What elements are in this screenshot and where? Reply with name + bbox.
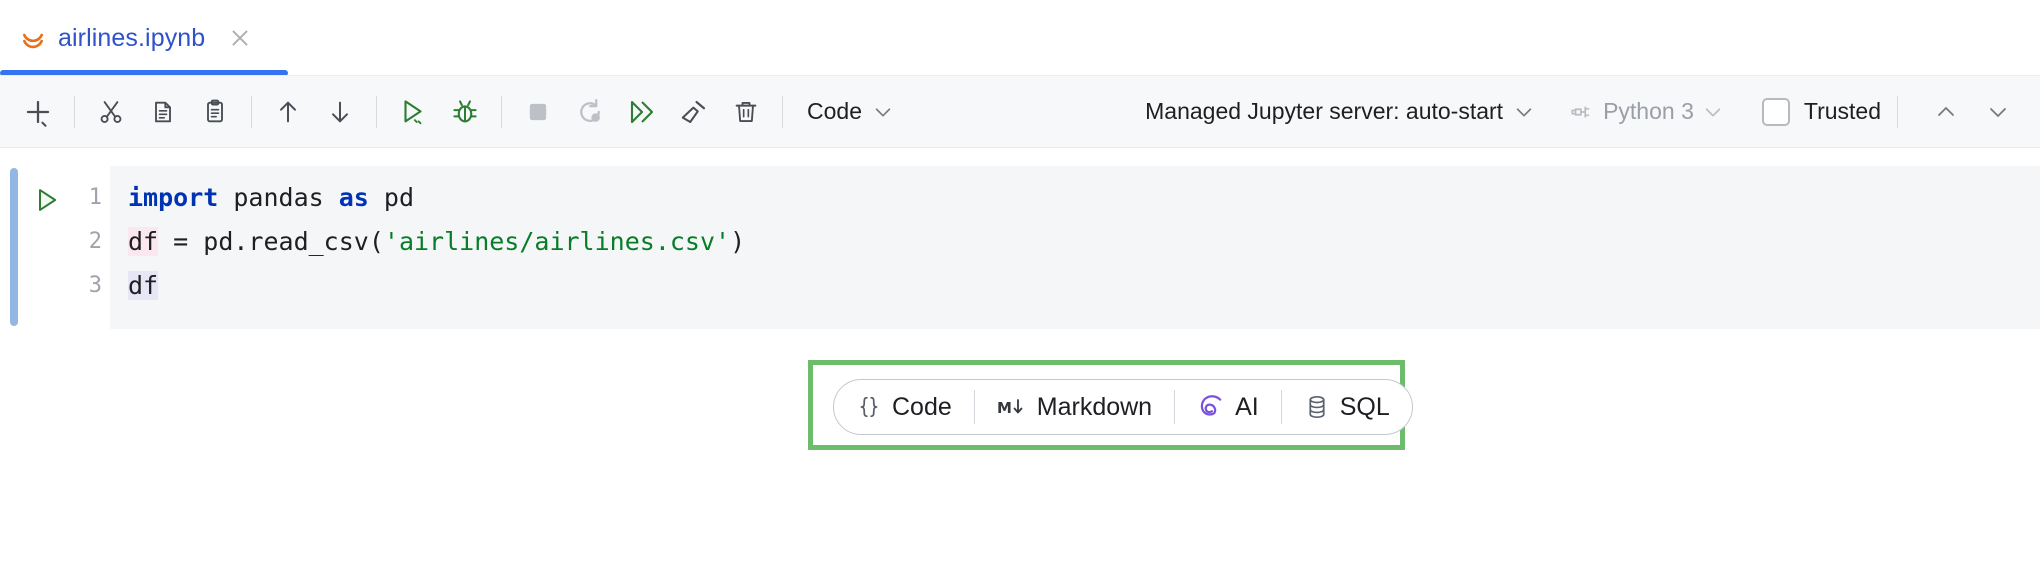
code-line-2: df = pd.read_csv('airlines/airlines.csv'… xyxy=(128,220,2040,264)
svg-text:M: M xyxy=(997,399,1012,417)
chevron-down-icon xyxy=(875,107,891,116)
run-all-icon xyxy=(630,100,654,123)
jupyter-server-dropdown[interactable]: Managed Jupyter server: auto-start xyxy=(1135,92,1545,131)
jupyter-server-label: Managed Jupyter server: auto-start xyxy=(1145,98,1504,124)
identifier-df: df xyxy=(128,227,159,256)
toolbar-divider xyxy=(782,95,783,128)
copy-cell-button[interactable] xyxy=(137,86,189,138)
move-cell-down-button[interactable] xyxy=(314,86,366,138)
kernel-selector-dropdown[interactable]: Python 3 xyxy=(1559,92,1734,131)
read-csv-call: = pd.read_csv( xyxy=(158,227,384,256)
trusted-checkbox[interactable] xyxy=(1761,97,1790,126)
copy-icon xyxy=(155,101,171,122)
broom-icon xyxy=(681,100,706,123)
trusted-toggle[interactable]: Trusted xyxy=(1756,94,1887,130)
module-pandas: pandas xyxy=(218,183,339,212)
closing-paren: ) xyxy=(730,227,746,256)
cell-type-label: Code xyxy=(807,98,862,124)
add-cell-bar-highlight: Code M Markdown AI xyxy=(808,360,1413,450)
toolbar-divider xyxy=(501,95,502,128)
add-sql-cell-label: SQL xyxy=(1339,392,1390,421)
add-markdown-cell-label: Markdown xyxy=(1036,392,1153,421)
cut-cell-button[interactable] xyxy=(85,86,137,138)
bug-icon xyxy=(453,99,477,122)
code-line-1: import pandas as pd xyxy=(128,176,2040,220)
keyword-as: as xyxy=(338,183,369,212)
restart-kernel-button[interactable] xyxy=(564,86,616,138)
plus-icon xyxy=(26,100,50,127)
toolbar-divider xyxy=(251,95,252,128)
editor-tab-title: airlines.ipynb xyxy=(58,23,206,52)
active-tab-underline xyxy=(0,70,288,76)
trash-icon xyxy=(735,101,757,122)
plug-icon xyxy=(1571,105,1590,118)
add-sql-cell-button[interactable]: SQL xyxy=(1282,380,1412,434)
line-number: 1 xyxy=(88,185,102,210)
add-cell-divider xyxy=(973,390,975,424)
arrow-up-icon xyxy=(280,101,296,122)
cell-navigation-group xyxy=(1924,90,2020,134)
notebook-toolbar: Code Managed Jupyter server: auto-start … xyxy=(0,76,2040,148)
ai-spiral-icon xyxy=(1200,395,1222,416)
kernel-label: Python 3 xyxy=(1603,98,1694,124)
next-cell-button[interactable] xyxy=(1976,90,2020,134)
clear-outputs-button[interactable] xyxy=(668,86,720,138)
interrupt-kernel-button[interactable] xyxy=(512,86,564,138)
string-literal-path: 'airlines/airlines.csv' xyxy=(383,227,731,256)
previous-cell-button[interactable] xyxy=(1924,90,1968,134)
editor-tab-airlines-ipynb[interactable]: airlines.ipynb xyxy=(0,0,251,76)
add-cell-button[interactable] xyxy=(12,86,64,138)
debug-cell-button[interactable] xyxy=(439,86,491,138)
run-icon xyxy=(404,99,422,124)
close-icon[interactable] xyxy=(229,27,251,49)
toolbar-divider xyxy=(376,95,377,128)
paste-icon xyxy=(207,99,223,122)
line-number: 2 xyxy=(88,229,102,254)
run-all-button[interactable] xyxy=(616,86,668,138)
restart-icon xyxy=(580,98,600,122)
run-cell-play-icon[interactable] xyxy=(33,186,61,214)
code-line-3: df xyxy=(128,264,2040,308)
trusted-label: Trusted xyxy=(1803,98,1881,124)
add-cell-toolbar: Code M Markdown AI xyxy=(833,379,1413,435)
add-code-cell-label: Code xyxy=(892,392,952,421)
move-cell-up-button[interactable] xyxy=(262,86,314,138)
jupyter-logo-icon xyxy=(23,33,43,49)
add-ai-cell-button[interactable]: AI xyxy=(1175,380,1281,434)
paste-cell-button[interactable] xyxy=(189,86,241,138)
run-cell-button[interactable] xyxy=(387,86,439,138)
cell-line-numbers: 1 2 3 xyxy=(66,166,102,308)
add-cell-divider xyxy=(1280,390,1282,424)
line-number: 3 xyxy=(88,273,102,298)
toolbar-divider xyxy=(1897,95,1898,128)
stop-square-icon xyxy=(529,103,547,120)
chevron-up-icon xyxy=(1938,106,1954,116)
chevron-down-icon xyxy=(1705,107,1721,116)
arrow-down-icon xyxy=(332,101,348,122)
alias-pd: pd xyxy=(368,183,414,212)
chevron-down-icon xyxy=(1990,107,2006,117)
keyword-import: import xyxy=(128,183,219,212)
markdown-icon: M xyxy=(997,399,1023,417)
editor-tab-bar: airlines.ipynb xyxy=(0,0,2040,76)
cell-type-dropdown[interactable]: Code xyxy=(793,98,900,125)
notebook-toolbar-right-group: Managed Jupyter server: auto-start Pytho… xyxy=(1135,90,2020,134)
add-cell-divider xyxy=(1174,390,1176,424)
add-ai-cell-label: AI xyxy=(1235,392,1259,421)
database-icon xyxy=(1309,395,1325,419)
add-code-cell-button[interactable]: Code xyxy=(834,380,974,434)
identifier-df: df xyxy=(128,271,159,300)
scissors-icon xyxy=(100,100,122,123)
braces-icon xyxy=(860,396,878,418)
tab-bar-divider xyxy=(0,75,2040,76)
delete-cell-button[interactable] xyxy=(720,86,772,138)
chevron-down-icon xyxy=(1516,107,1532,116)
toolbar-divider xyxy=(74,95,75,128)
notebook-toolbar-left-group: Code xyxy=(0,86,900,138)
cell-selection-bar xyxy=(10,168,18,326)
add-markdown-cell-button[interactable]: M Markdown xyxy=(975,380,1174,434)
